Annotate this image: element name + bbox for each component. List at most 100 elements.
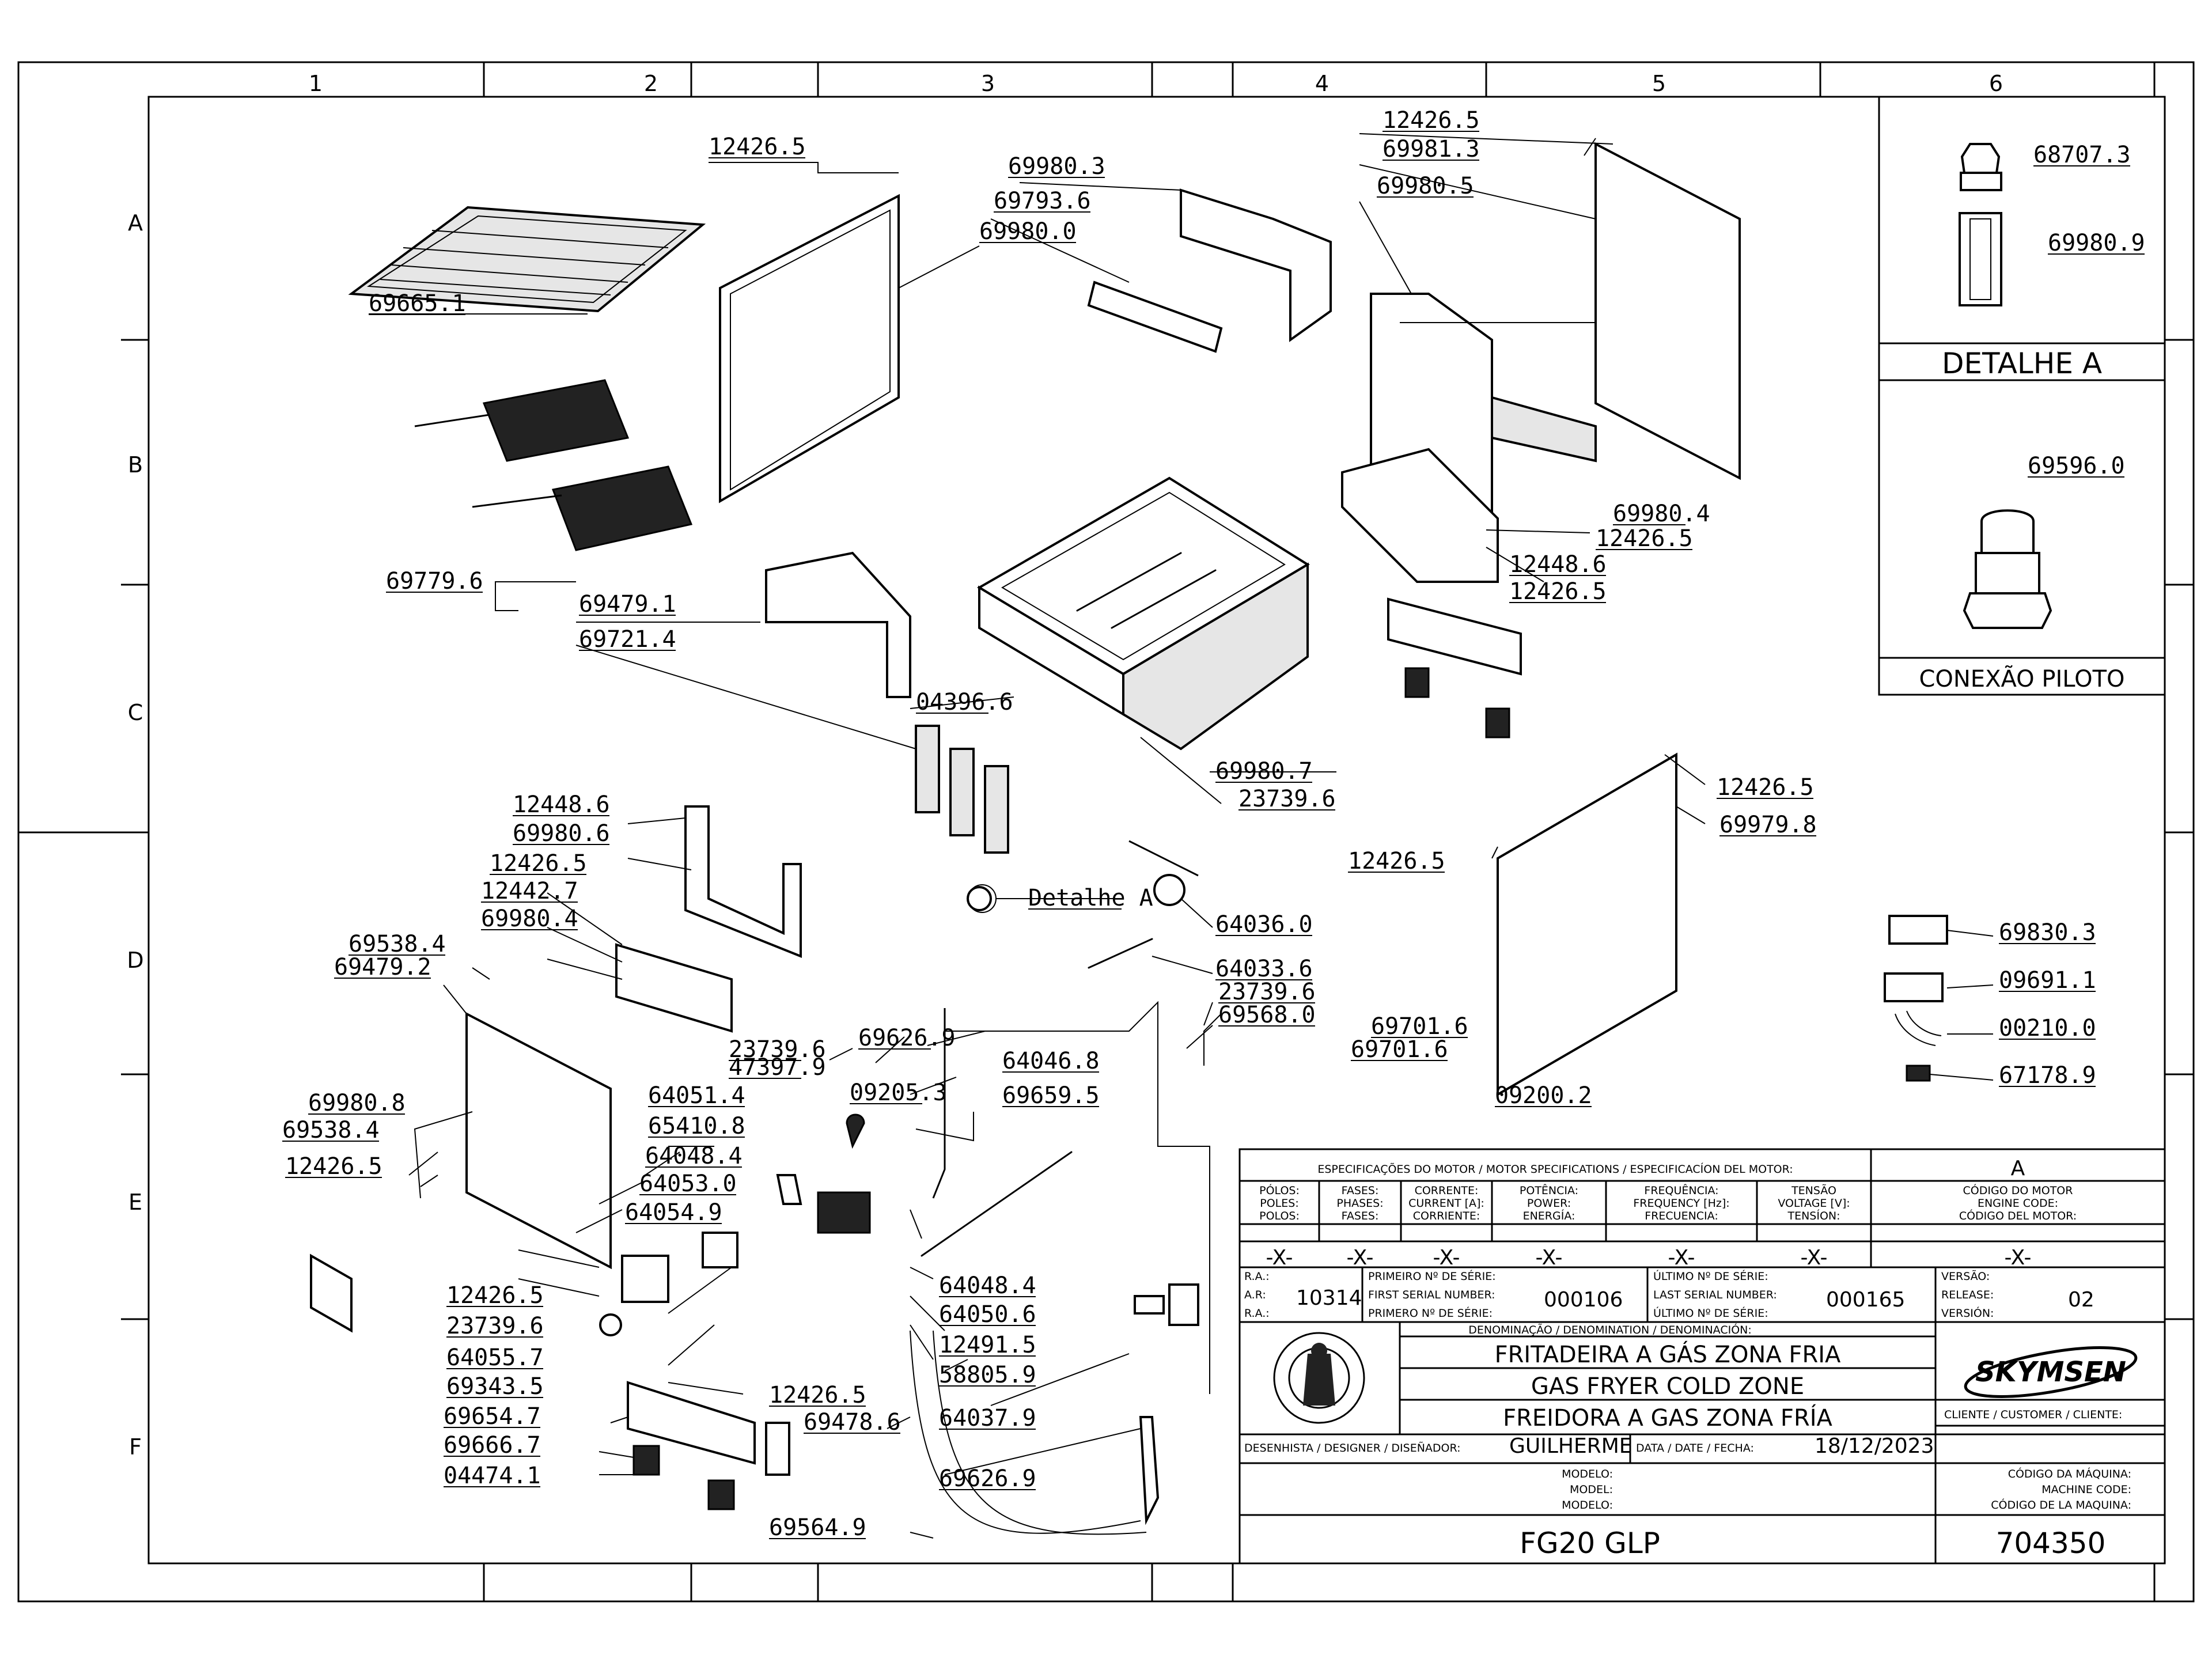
version-l3: VERSIÓN: bbox=[1941, 1306, 1994, 1320]
part-number-label: 69980.4 bbox=[1613, 501, 1710, 527]
model-label-en: MODEL: bbox=[1570, 1483, 1613, 1496]
part-number-label: 68707.3 bbox=[2033, 142, 2131, 168]
part-number-label: 69701.6 bbox=[1371, 1013, 1468, 1040]
part-number-label: 69478.6 bbox=[804, 1409, 901, 1435]
last-serial-value: 000165 bbox=[1826, 1288, 1905, 1312]
part-number-label: 69721.4 bbox=[579, 626, 676, 653]
motor-spec-value: -X- bbox=[1535, 1246, 1562, 1270]
grid-row-label: F bbox=[129, 1434, 142, 1460]
motor-spec-columns: PÓLOS:POLES:POLOS:-X-FASES:PHASES:FASES:… bbox=[1259, 1183, 1850, 1270]
part-number-label: 23739.6 bbox=[1238, 786, 1336, 812]
grid-row-label: B bbox=[128, 452, 143, 478]
grid-row-label: E bbox=[128, 1190, 142, 1215]
ra-l2: A.R: bbox=[1244, 1289, 1266, 1301]
part-number-label: 69980.5 bbox=[1377, 173, 1474, 199]
denomination-header: DENOMINAÇÃO / DENOMINATION / DENOMINACIÓ… bbox=[1468, 1323, 1752, 1336]
part-number-label: 64037.9 bbox=[939, 1405, 1036, 1431]
part-number-label: 69538.4 bbox=[282, 1117, 380, 1143]
ra-value: 10314 bbox=[1296, 1286, 1362, 1310]
part-number-label: 04396.6 bbox=[916, 689, 1013, 715]
safety-valve bbox=[1168, 1283, 1199, 1326]
part-number-label: 69980.8 bbox=[308, 1090, 406, 1116]
part-number-label: 69981.3 bbox=[1382, 136, 1480, 162]
rear-panel-right bbox=[1594, 142, 1741, 480]
motor-spec-value: -X- bbox=[1668, 1246, 1695, 1270]
part-number-label: 12448.6 bbox=[1509, 551, 1607, 578]
product-name-en: GAS FRYER COLD ZONE bbox=[1531, 1373, 1804, 1400]
ra-l3: R.A.: bbox=[1244, 1307, 1270, 1320]
motor-spec-label: FASES: bbox=[1342, 1210, 1379, 1222]
part-number-label: 23739.6 bbox=[1218, 979, 1316, 1005]
part-number-label: 12426.5 bbox=[1717, 774, 1814, 801]
part-number-label: 69980.4 bbox=[481, 906, 578, 932]
part-number-label: 69980.9 bbox=[2048, 230, 2145, 256]
pilot-connection-title: CONEXÃO PILOTO bbox=[1919, 665, 2124, 692]
basket-rack bbox=[348, 206, 706, 313]
grid-row-label: A bbox=[128, 210, 143, 236]
first-serial-l2: FIRST SERIAL NUMBER: bbox=[1368, 1289, 1495, 1301]
motor-spec-label: CORRIENTE: bbox=[1413, 1210, 1480, 1222]
part-number-label: 12491.5 bbox=[939, 1332, 1036, 1358]
gas-pipe-64033 bbox=[1088, 938, 1153, 969]
motor-spec-label: POWER: bbox=[1527, 1197, 1571, 1210]
flue-guide bbox=[1087, 281, 1223, 353]
detail-a-title: DETALHE A bbox=[1942, 347, 2102, 380]
part-number-label: 69779.6 bbox=[386, 568, 483, 594]
small-bracket bbox=[310, 1253, 353, 1333]
part-number-label: 64048.4 bbox=[645, 1143, 743, 1169]
revision-letter: A bbox=[2011, 1157, 2025, 1180]
model-name: FG20 GLP bbox=[1520, 1527, 1660, 1560]
motor-spec-label: FREQUENCY [Hz]: bbox=[1633, 1197, 1729, 1210]
part-number-label: 09691.1 bbox=[1999, 967, 2096, 994]
designer-name: GUILHERME bbox=[1509, 1434, 1633, 1458]
part-number-label: 69596.0 bbox=[2028, 453, 2125, 479]
fry-baskets bbox=[414, 379, 693, 551]
motor-spec-label: CORRENTE: bbox=[1415, 1184, 1479, 1197]
part-number-label: 69980.6 bbox=[513, 820, 610, 847]
motor-spec-value: -X- bbox=[1800, 1246, 1827, 1270]
first-serial-value: 000106 bbox=[1544, 1288, 1623, 1312]
part-number-label: 69626.9 bbox=[858, 1025, 956, 1051]
thermocouple bbox=[1139, 1416, 1160, 1525]
first-serial-l1: PRIMEIRO Nº DE SÉRIE: bbox=[1368, 1270, 1496, 1283]
authorized-service-seal bbox=[1273, 1332, 1365, 1424]
last-serial-l2: LAST SERIAL NUMBER: bbox=[1653, 1289, 1777, 1301]
machine-code-label-pt: CÓDIGO DA MÁQUINA: bbox=[2008, 1467, 2131, 1480]
grid-row-label: C bbox=[128, 700, 143, 725]
grid-column-label: 2 bbox=[644, 71, 658, 96]
part-number-label: 64050.6 bbox=[939, 1301, 1036, 1328]
motor-spec-value: -X- bbox=[1433, 1246, 1460, 1270]
grid-column-label: 1 bbox=[309, 71, 323, 96]
first-serial-l3: PRIMERO Nº DE SÉRIE: bbox=[1368, 1306, 1493, 1320]
motor-spec-label: POLES: bbox=[1260, 1197, 1298, 1210]
motor-spec-label: ENERGÍA: bbox=[1523, 1209, 1575, 1222]
motor-spec-label: PHASES: bbox=[1336, 1197, 1383, 1210]
motor-code-l2: ENGINE CODE: bbox=[1978, 1197, 2058, 1210]
part-labels: 12426.569980.369793.669980.069665.112426… bbox=[282, 107, 2145, 1541]
grid-column-label: 3 bbox=[981, 71, 995, 96]
motor-spec-label: TENSÍON: bbox=[1787, 1209, 1840, 1222]
part-number-label: 69980.0 bbox=[979, 218, 1077, 245]
fryer-vat bbox=[977, 476, 1310, 751]
door-hinge-bracket bbox=[615, 943, 733, 1033]
part-number-label: 23739.6 bbox=[446, 1313, 544, 1339]
part-number-label: 69980.3 bbox=[1008, 153, 1105, 180]
motor-spec-label: FASES: bbox=[1342, 1184, 1379, 1197]
title-block: ESPECIFICAÇÕES DO MOTOR / MOTOR SPECIFIC… bbox=[1238, 1148, 2166, 1565]
part-number-label: 69701.6 bbox=[1351, 1036, 1448, 1063]
skymsen-logo: SKYMSEN bbox=[1964, 1346, 2138, 1398]
part-number-label: 04474.1 bbox=[444, 1463, 541, 1489]
part-number-label: 09205.3 bbox=[850, 1080, 947, 1106]
motor-spec-label: FRECUENCIA: bbox=[1645, 1210, 1718, 1222]
part-number-label: 12426.5 bbox=[285, 1153, 382, 1180]
part-number-label: 69479.1 bbox=[579, 591, 676, 618]
part-number-label: 69568.0 bbox=[1218, 1002, 1316, 1028]
drawing-date: 18/12/2023 bbox=[1815, 1434, 1934, 1458]
motor-spec-value: -X- bbox=[1346, 1246, 1373, 1270]
label-09691 bbox=[1884, 972, 1944, 1002]
ra-l1: R.A.: bbox=[1244, 1270, 1270, 1283]
part-number-label: 69980.7 bbox=[1215, 758, 1313, 785]
cable-tie-00210 bbox=[1895, 1010, 1942, 1046]
part-number-label: 69666.7 bbox=[444, 1432, 541, 1459]
part-number-label: 69793.6 bbox=[994, 188, 1091, 214]
